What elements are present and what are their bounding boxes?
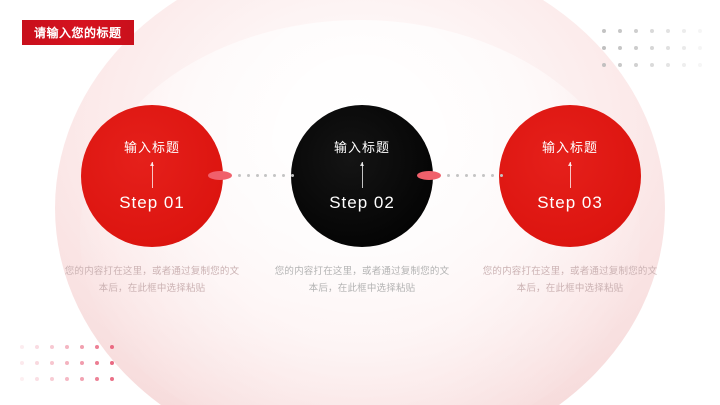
- step-label-3: Step 03: [537, 193, 603, 212]
- step-circle-2[interactable]: 输入标题 Step 02: [291, 105, 433, 247]
- step-title-2: 输入标题: [333, 140, 390, 155]
- step-item-1[interactable]: 输入标题 Step 01: [81, 105, 223, 247]
- step-title-3: 输入标题: [541, 140, 598, 155]
- dot-grid-top-right: [596, 22, 708, 73]
- step-description-3: 您的内容打在这里，或者通过复制您的文本后，在此框中选择粘贴: [482, 266, 658, 294]
- up-arrow-icon: [359, 162, 364, 188]
- descriptions-row: 您的内容打在这里，或者通过复制您的文本后，在此框中选择粘贴 您的内容打在这里，或…: [0, 263, 720, 323]
- page-title: 请输入您的标题: [34, 26, 122, 40]
- step-label-1: Step 01: [119, 193, 185, 212]
- step-description-2: 您的内容打在这里，或者通过复制您的文本后，在此框中选择粘贴: [274, 266, 450, 294]
- dot-grid-bottom-left: [14, 339, 119, 387]
- connector-dots-icon: [447, 173, 507, 177]
- step-item-3[interactable]: 输入标题 Step 03: [499, 105, 641, 247]
- connector-pill-icon: [417, 170, 441, 180]
- step-label-2: Step 02: [329, 193, 395, 212]
- connector-1-2: [208, 170, 298, 180]
- up-arrow-icon: [149, 162, 154, 188]
- connector-2-3: [417, 170, 507, 180]
- steps-row: 输入标题 Step 01 输入标题 Step 02 输入标题 Step 03: [0, 105, 720, 247]
- up-arrow-icon: [567, 162, 572, 188]
- step-description-1: 您的内容打在这里，或者通过复制您的文本后，在此框中选择粘贴: [64, 266, 240, 294]
- step-title-1: 输入标题: [123, 140, 180, 155]
- step-circle-1[interactable]: 输入标题 Step 01: [81, 105, 223, 247]
- step-item-2[interactable]: 输入标题 Step 02: [291, 105, 433, 247]
- title-banner[interactable]: 请输入您的标题: [22, 20, 134, 45]
- connector-pill-icon: [208, 170, 232, 180]
- connector-dots-icon: [238, 173, 298, 177]
- step-circle-3[interactable]: 输入标题 Step 03: [499, 105, 641, 247]
